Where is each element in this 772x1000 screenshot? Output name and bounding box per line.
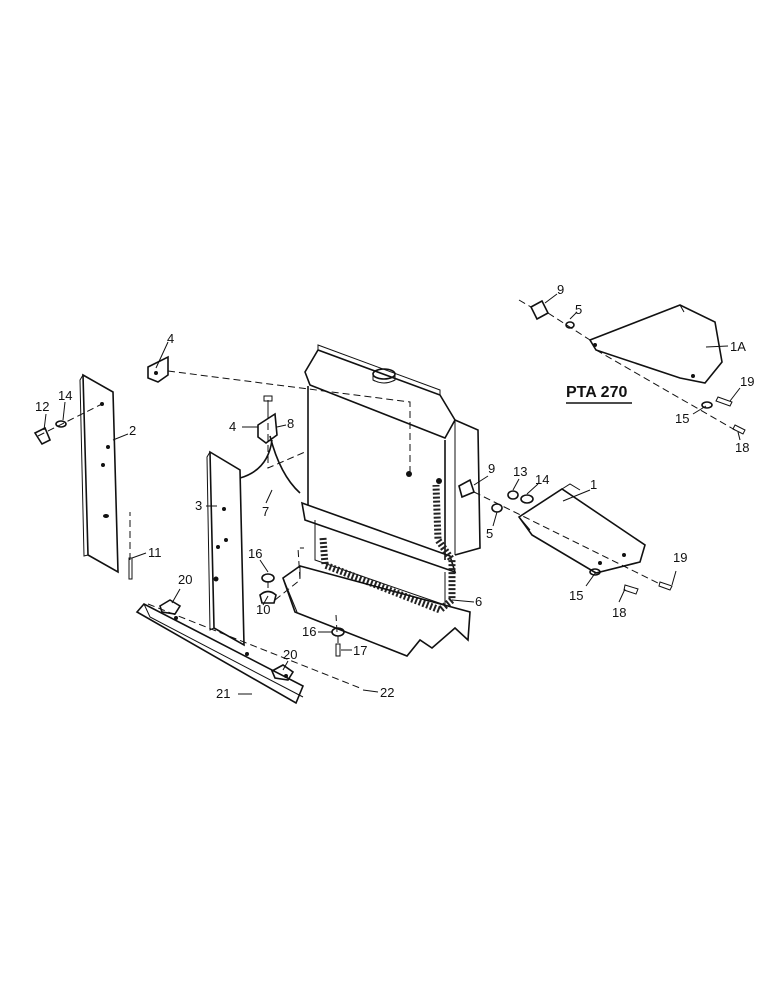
model-code: PTA 270	[566, 384, 627, 401]
shroud-1A	[588, 304, 723, 384]
callout-9-side: 9	[488, 461, 495, 476]
callout-22: 22	[380, 685, 394, 700]
pad-9-upper	[529, 299, 575, 329]
bracket-4-left	[147, 355, 169, 383]
callout-6: 6	[475, 594, 482, 609]
callout-3: 3	[195, 498, 202, 513]
callout-7: 7	[262, 504, 269, 519]
base-frame	[282, 565, 471, 657]
callout-13: 13	[513, 464, 527, 479]
callout-1A: 1A	[730, 339, 746, 354]
callout-5-upper: 5	[575, 302, 582, 317]
callout-1: 1	[590, 477, 597, 492]
radiator-assembly	[300, 344, 481, 615]
support-bar-2	[79, 373, 119, 574]
callout-10: 10	[256, 602, 270, 617]
callout-20-right: 20	[283, 647, 297, 662]
callout-14-right: 14	[535, 472, 549, 487]
callout-9-upper: 9	[557, 282, 564, 297]
crossbar	[135, 599, 305, 705]
callout-2: 2	[129, 423, 136, 438]
callout-4-left: 4	[167, 331, 174, 346]
leader-lines	[43, 293, 741, 695]
callout-15-lower: 15	[569, 588, 583, 603]
callout-labels: PTA 270 1A 1 2 3 4 4 5 5 6 7 8 9 9 10 11…	[35, 282, 754, 701]
callout-18-upper: 18	[735, 440, 749, 455]
callout-14-left: 14	[58, 388, 72, 403]
shroud-1	[517, 483, 646, 574]
callout-21: 21	[216, 686, 230, 701]
callout-5-side: 5	[486, 526, 493, 541]
callout-19-lower: 19	[673, 550, 687, 565]
callout-15-upper: 15	[675, 411, 689, 426]
callout-20-left: 20	[178, 572, 192, 587]
fasteners-12-14	[33, 420, 67, 446]
callout-8: 8	[287, 416, 294, 431]
callout-11: 11	[148, 545, 162, 560]
callout-16-upper: 16	[248, 546, 262, 561]
callout-18-lower: 18	[612, 605, 626, 620]
support-bar-3	[206, 450, 245, 647]
bolts	[128, 396, 746, 595]
pad-9-side	[458, 478, 534, 513]
bracket-4-cable-7	[239, 395, 301, 494]
callout-17: 17	[353, 643, 367, 658]
callout-4-mid: 4	[229, 419, 236, 434]
callout-19-upper: 19	[740, 374, 754, 389]
callout-16-lower: 16	[302, 624, 316, 639]
callout-12: 12	[35, 399, 49, 414]
assembly-lines	[37, 299, 736, 689]
